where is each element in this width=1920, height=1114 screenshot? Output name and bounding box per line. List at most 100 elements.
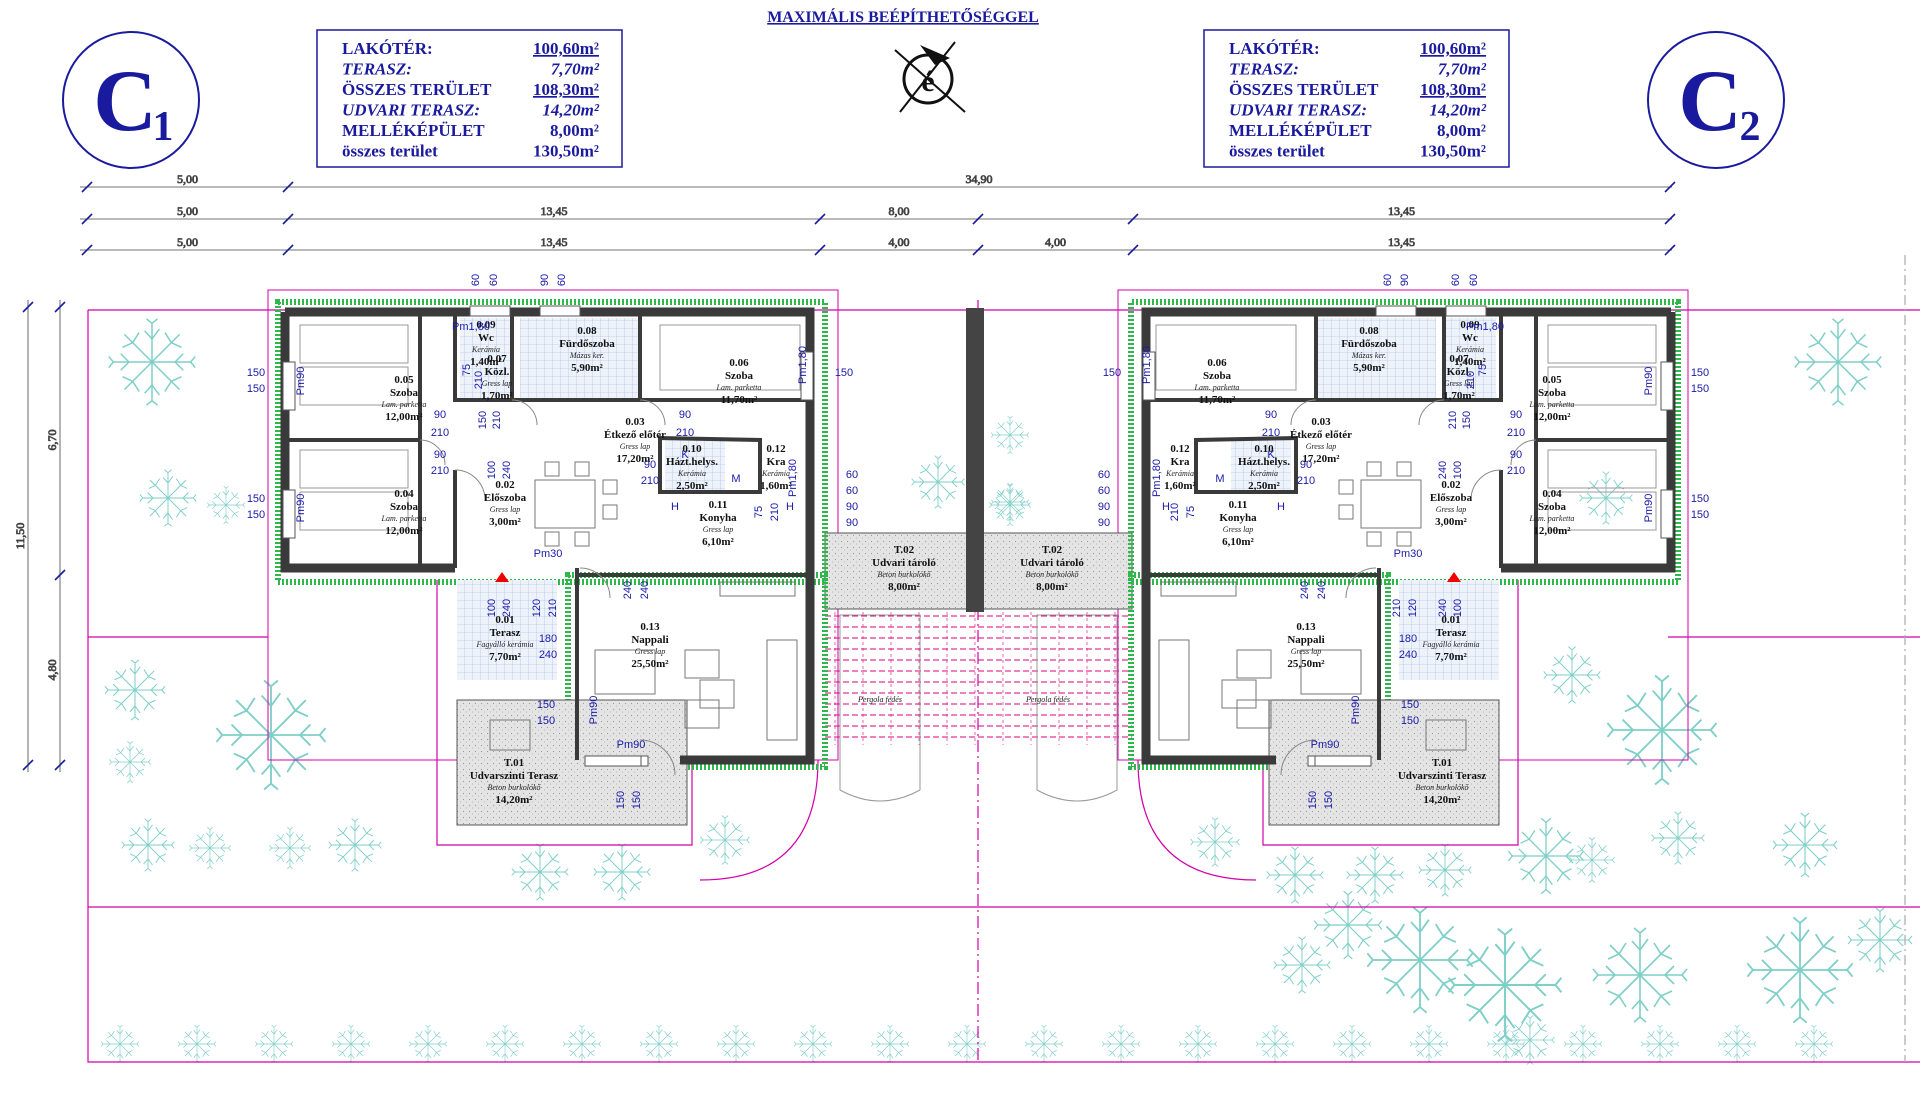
room-r012-c1-number: 0.12 bbox=[766, 443, 786, 455]
opening-tag-c1: Pm90 bbox=[295, 367, 307, 396]
room-r011-c1-number: 0.11 bbox=[709, 499, 728, 511]
opening-tag-c1: 150 bbox=[247, 509, 265, 521]
area-label-right: összes terület bbox=[1229, 142, 1325, 161]
opening-tag-c1: Pm1,80 bbox=[452, 321, 490, 333]
opening-tag-c1: 150 bbox=[247, 383, 265, 395]
room-r012-c2-number: 0.12 bbox=[1170, 443, 1190, 455]
opening-tag-c2: 150 bbox=[1307, 791, 1319, 809]
room-t02-c2-area: 8,00m² bbox=[1036, 581, 1068, 593]
room-r007-c2-floor: Gress lap bbox=[1444, 379, 1475, 388]
tree-icon bbox=[1794, 318, 1882, 406]
tree-icon bbox=[485, 1024, 525, 1064]
room-t02-c2-number: T.02 bbox=[1042, 544, 1063, 556]
opening-tag-c2: Pm1,80 bbox=[1151, 459, 1163, 497]
opening-tag-c1: 150 bbox=[537, 715, 555, 727]
room-t02-c2-name: Udvari tároló bbox=[1020, 557, 1084, 569]
room-r010-c1-name: Házt.helys. bbox=[666, 456, 718, 468]
room-t01-c1-name: Udvarszinti Terasz bbox=[470, 770, 558, 782]
tree-icon bbox=[215, 679, 327, 791]
room-r001-c1-name: Terasz bbox=[490, 627, 521, 639]
dimension-label: 4,00 bbox=[1045, 235, 1066, 249]
area-label-right: MELLÉKÉPÜLET bbox=[1229, 121, 1372, 140]
room-r011-c1-area: 6,10m² bbox=[702, 536, 734, 548]
opening-tag-c2: 210 bbox=[1169, 503, 1181, 521]
opening-tag-c1: 60 bbox=[470, 274, 482, 286]
opening-tag-c1: 90 bbox=[846, 501, 858, 513]
opening-tag-c2: 150 bbox=[1691, 367, 1709, 379]
room-r012-c1-area: 1,60m² bbox=[760, 480, 792, 492]
opening-tag-c1: 75 bbox=[753, 506, 765, 518]
unit-sub-right: 2 bbox=[1740, 104, 1761, 150]
tree-icon bbox=[1507, 817, 1585, 895]
unit-label-right: C bbox=[1678, 53, 1742, 150]
tree-icon bbox=[328, 818, 382, 872]
opening-tag-c1: 60 bbox=[556, 274, 568, 286]
tree-icon bbox=[1847, 907, 1913, 973]
opening-tag-c1: Pm1,80 bbox=[787, 459, 799, 497]
pergola-label-left: Pergola fedés bbox=[857, 695, 902, 704]
room-r009-c1-name: Wc bbox=[478, 332, 494, 344]
tree-icon bbox=[1273, 936, 1331, 994]
room-r009-c2-area: 1,40m² bbox=[1454, 356, 1486, 368]
room-r007-c2-name: Közl. bbox=[1447, 366, 1472, 378]
opening-tag-c1: Pm1,80 bbox=[797, 346, 809, 384]
opening-tag-c1: 60 bbox=[846, 469, 858, 481]
tree-icon bbox=[121, 818, 175, 872]
opening-tag-c2: Pm90 bbox=[1311, 739, 1340, 751]
opening-tag-c2: 60 bbox=[1450, 274, 1462, 286]
opening-tag-c2: Pm1,80 bbox=[1141, 346, 1153, 384]
tree-icon bbox=[1178, 1024, 1218, 1064]
room-r003-c1-name: Étkező előtér bbox=[604, 429, 666, 441]
room-r012-c2-floor: Kerámia bbox=[1165, 469, 1194, 478]
room-r006-c2-area: 11,70m² bbox=[1199, 394, 1236, 406]
area-value-right: 7,70m² bbox=[1438, 60, 1487, 79]
tree-icon bbox=[1190, 817, 1240, 867]
appliance-mark-c1: H bbox=[786, 501, 794, 513]
tree-icon bbox=[254, 1024, 294, 1064]
tree-icon bbox=[108, 740, 152, 784]
dimension-label-vertical: 4,80 bbox=[45, 660, 59, 681]
room-r004-c2-name: Szoba bbox=[1538, 501, 1567, 513]
tree-icon bbox=[1717, 1024, 1757, 1064]
dimension-label: 8,00 bbox=[889, 204, 910, 218]
room-r012-c2-name: Kra bbox=[1171, 456, 1190, 468]
dimension-label: 5,00 bbox=[177, 235, 198, 249]
opening-tag-c2: 120 bbox=[1407, 599, 1419, 617]
opening-tag-c2: 240 bbox=[1299, 581, 1311, 599]
room-t02-c1-floor: Beton burkolókő bbox=[877, 570, 931, 579]
room-r013-c2-number: 0.13 bbox=[1296, 621, 1316, 633]
dimension-label: 5,00 bbox=[177, 204, 198, 218]
area-label-left: TERASZ: bbox=[342, 60, 412, 79]
area-label-left: ÖSSZES TERÜLET bbox=[342, 80, 492, 99]
opening-tag-c2: 150 bbox=[1401, 699, 1419, 711]
room-r003-c2-floor: Gress lap bbox=[1306, 442, 1337, 451]
room-t01-c1-number: T.01 bbox=[504, 757, 524, 769]
dimension-label: 4,00 bbox=[889, 235, 910, 249]
room-r001-c2-number: 0.01 bbox=[1441, 614, 1460, 626]
appliance-mark-c2: M bbox=[1215, 473, 1224, 485]
room-r004-c2-floor: Lam. parketta bbox=[1529, 514, 1575, 523]
room-r002-c2-name: Előszoba bbox=[1430, 492, 1473, 504]
room-r008-c1-area: 5,90m² bbox=[571, 362, 603, 374]
opening-tag-c2: 150 bbox=[1103, 367, 1121, 379]
tree-icon bbox=[108, 318, 196, 406]
opening-tag-c2: 210 bbox=[1447, 411, 1459, 429]
unit-label-left: C bbox=[93, 53, 157, 150]
room-r011-c2-name: Konyha bbox=[1219, 512, 1257, 524]
opening-tag-c1: Pm90 bbox=[617, 739, 646, 751]
opening-tag-c1: 210 bbox=[431, 427, 449, 439]
north-glyph: é bbox=[921, 65, 934, 98]
room-r004-c1-area: 12,00m² bbox=[385, 525, 423, 537]
opening-tag-c2: 210 bbox=[1507, 465, 1525, 477]
room-r009-c2-name: Wc bbox=[1462, 332, 1478, 344]
opening-tag-c1: 90 bbox=[434, 409, 446, 421]
opening-tag-c1: 180 bbox=[539, 633, 557, 645]
area-value-left: 130,50m² bbox=[533, 142, 599, 161]
opening-tag-c1: 90 bbox=[644, 459, 656, 471]
opening-tag-c2: 210 bbox=[1507, 427, 1525, 439]
room-r002-c1-name: Előszoba bbox=[484, 492, 527, 504]
room-r011-c2-floor: Gress lap bbox=[1223, 525, 1254, 534]
